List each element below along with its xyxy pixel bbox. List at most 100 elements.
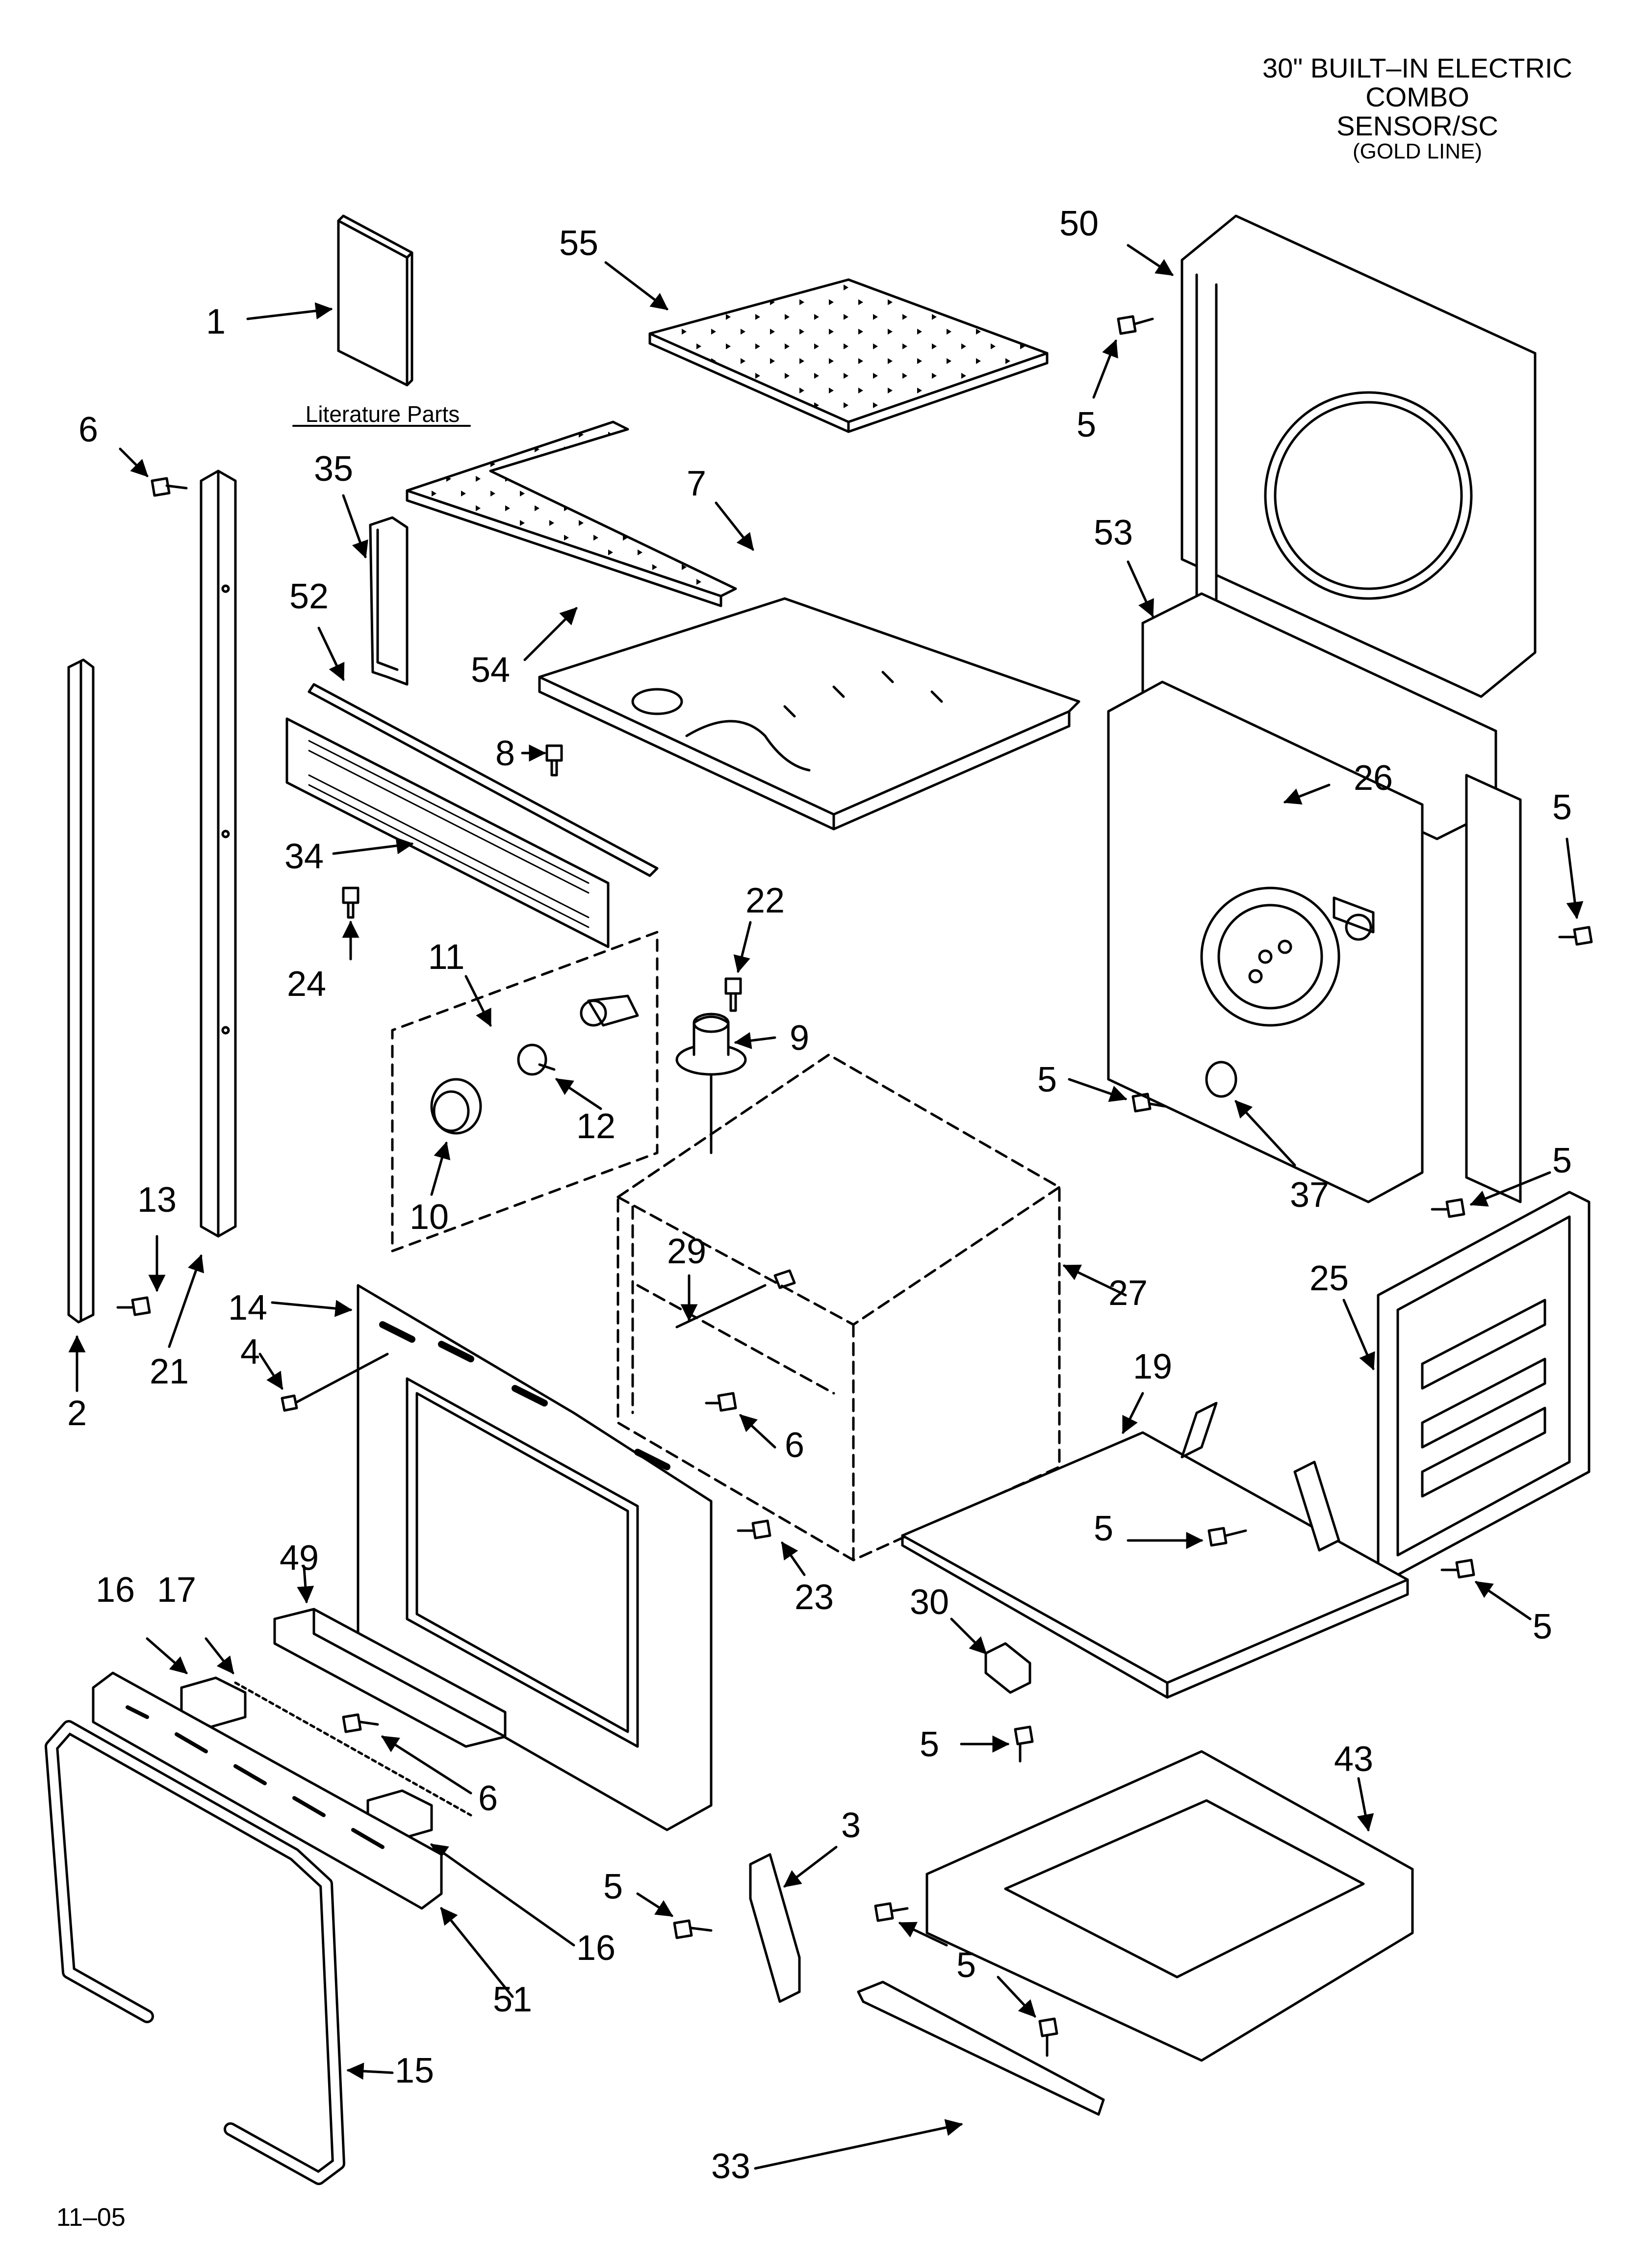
screw-5-a (1117, 315, 1154, 335)
callout-37: 37 (1290, 1175, 1329, 1215)
bracket-35 (369, 516, 409, 686)
leader-5-c (1068, 1078, 1128, 1102)
leader-9 (734, 1032, 776, 1049)
callout-10: 10 (410, 1198, 449, 1237)
callout-21: 21 (150, 1352, 189, 1391)
screw-5-h (874, 1902, 909, 1922)
leader-21 (168, 1254, 205, 1348)
callout-14: 14 (228, 1288, 267, 1328)
trim-51 (92, 1671, 443, 1910)
front-frame-14 (357, 1284, 713, 1831)
leader-53 (1127, 560, 1154, 618)
strip-52 (308, 683, 659, 877)
leader-6-low (381, 1735, 472, 1795)
screw-6-low (342, 1713, 379, 1733)
screw-5-f (1207, 1527, 1247, 1547)
leader-34 (332, 837, 414, 855)
leader-17 (205, 1637, 234, 1674)
leader-30 (950, 1617, 987, 1655)
callout-3: 3 (841, 1806, 861, 1845)
callout-5-e: 5 (1533, 1607, 1552, 1646)
screw-8 (545, 744, 563, 777)
leader-33 (754, 2119, 963, 2170)
callout-5-b: 5 (1552, 788, 1572, 827)
clip-37 (1205, 1061, 1237, 1098)
leader-5-b (1565, 837, 1584, 919)
model-title: 30" BUILT–IN ELECTRIC COMBO SENSOR/SC (G… (1197, 53, 1638, 164)
vent-grille-34 (285, 717, 610, 948)
callout-43: 43 (1334, 1740, 1373, 1779)
screw-13 (116, 1296, 151, 1316)
side-trim-2 (67, 658, 95, 1324)
screw-23 (737, 1519, 771, 1539)
leader-5-e (1475, 1581, 1532, 1620)
callout-26: 26 (1354, 758, 1393, 798)
callout-5-d: 5 (1552, 1141, 1572, 1180)
callout-5-g: 5 (920, 1725, 939, 1764)
probe-29 (675, 1269, 796, 1329)
leader-37 (1234, 1100, 1296, 1167)
callout-5-h: 5 (956, 1946, 976, 1985)
rail-33 (857, 1981, 1105, 2116)
screw-6-mid (705, 1392, 737, 1412)
side-panel-25 (1377, 1191, 1591, 1576)
leader-27 (1062, 1264, 1127, 1297)
callout-35: 35 (314, 449, 353, 489)
leader-6-mid (739, 1414, 776, 1449)
callout-25: 25 (1309, 1259, 1349, 1298)
leader-5-j (997, 1976, 1036, 2018)
bracket-3 (749, 1853, 801, 2003)
top-insulation-55 (648, 278, 1049, 433)
bottom-shield-19 (901, 1402, 1409, 1699)
callout-5-c: 5 (1037, 1060, 1057, 1099)
revision-date: 11–05 (56, 2203, 126, 2232)
model-title-line2: COMBO (1365, 81, 1469, 112)
light-socket (580, 994, 639, 1027)
leader-51 (440, 1907, 514, 1998)
leader-15 (346, 2062, 394, 2080)
side-trim-21 (200, 469, 237, 1238)
gasket-15 (45, 1720, 345, 2185)
leader-43 (1357, 1777, 1374, 1832)
callout-29: 29 (667, 1232, 706, 1271)
leader-5-a (1092, 339, 1118, 399)
screw-4 (281, 1353, 389, 1412)
leader-5-d (1469, 1171, 1551, 1207)
bulb-12 (517, 1043, 556, 1076)
callout-30: 30 (910, 1583, 949, 1622)
leader-16-top (146, 1637, 188, 1674)
sensor-9 (675, 1013, 747, 1154)
leader-22 (733, 921, 752, 973)
callout-6-top: 6 (78, 410, 98, 449)
insulation-frame-54 (406, 420, 737, 607)
leader-7 (715, 501, 754, 551)
leader-11 (464, 975, 492, 1027)
leader-3 (783, 1846, 838, 1888)
dashed-group-11 (391, 931, 659, 1252)
leader-10 (430, 1141, 451, 1196)
bracket-30 (984, 1642, 1031, 1694)
bottom-tray-43 (925, 1750, 1414, 2062)
leader-26 (1283, 783, 1331, 805)
callout-49: 49 (280, 1538, 319, 1578)
light-lens-10 (430, 1078, 482, 1135)
callout-55: 55 (559, 224, 598, 263)
leader-52 (317, 626, 345, 681)
callout-15: 15 (395, 2051, 434, 2090)
literature-parts-label: Literature Parts (306, 401, 460, 427)
leader-55 (604, 261, 668, 311)
convection-panel-26 (1107, 680, 1522, 1203)
callout-34: 34 (284, 837, 324, 876)
callout-5-a: 5 (1077, 405, 1096, 444)
model-title-line4: (GOLD LINE) (1352, 139, 1483, 164)
callout-22: 22 (745, 881, 785, 920)
screw-22 (724, 977, 742, 1012)
callout-27: 27 (1108, 1274, 1148, 1313)
callout-16-top: 16 (96, 1570, 135, 1610)
callout-1: 1 (206, 302, 226, 341)
callout-4: 4 (240, 1332, 260, 1372)
leader-1 (246, 302, 333, 320)
callout-50: 50 (1059, 204, 1099, 243)
